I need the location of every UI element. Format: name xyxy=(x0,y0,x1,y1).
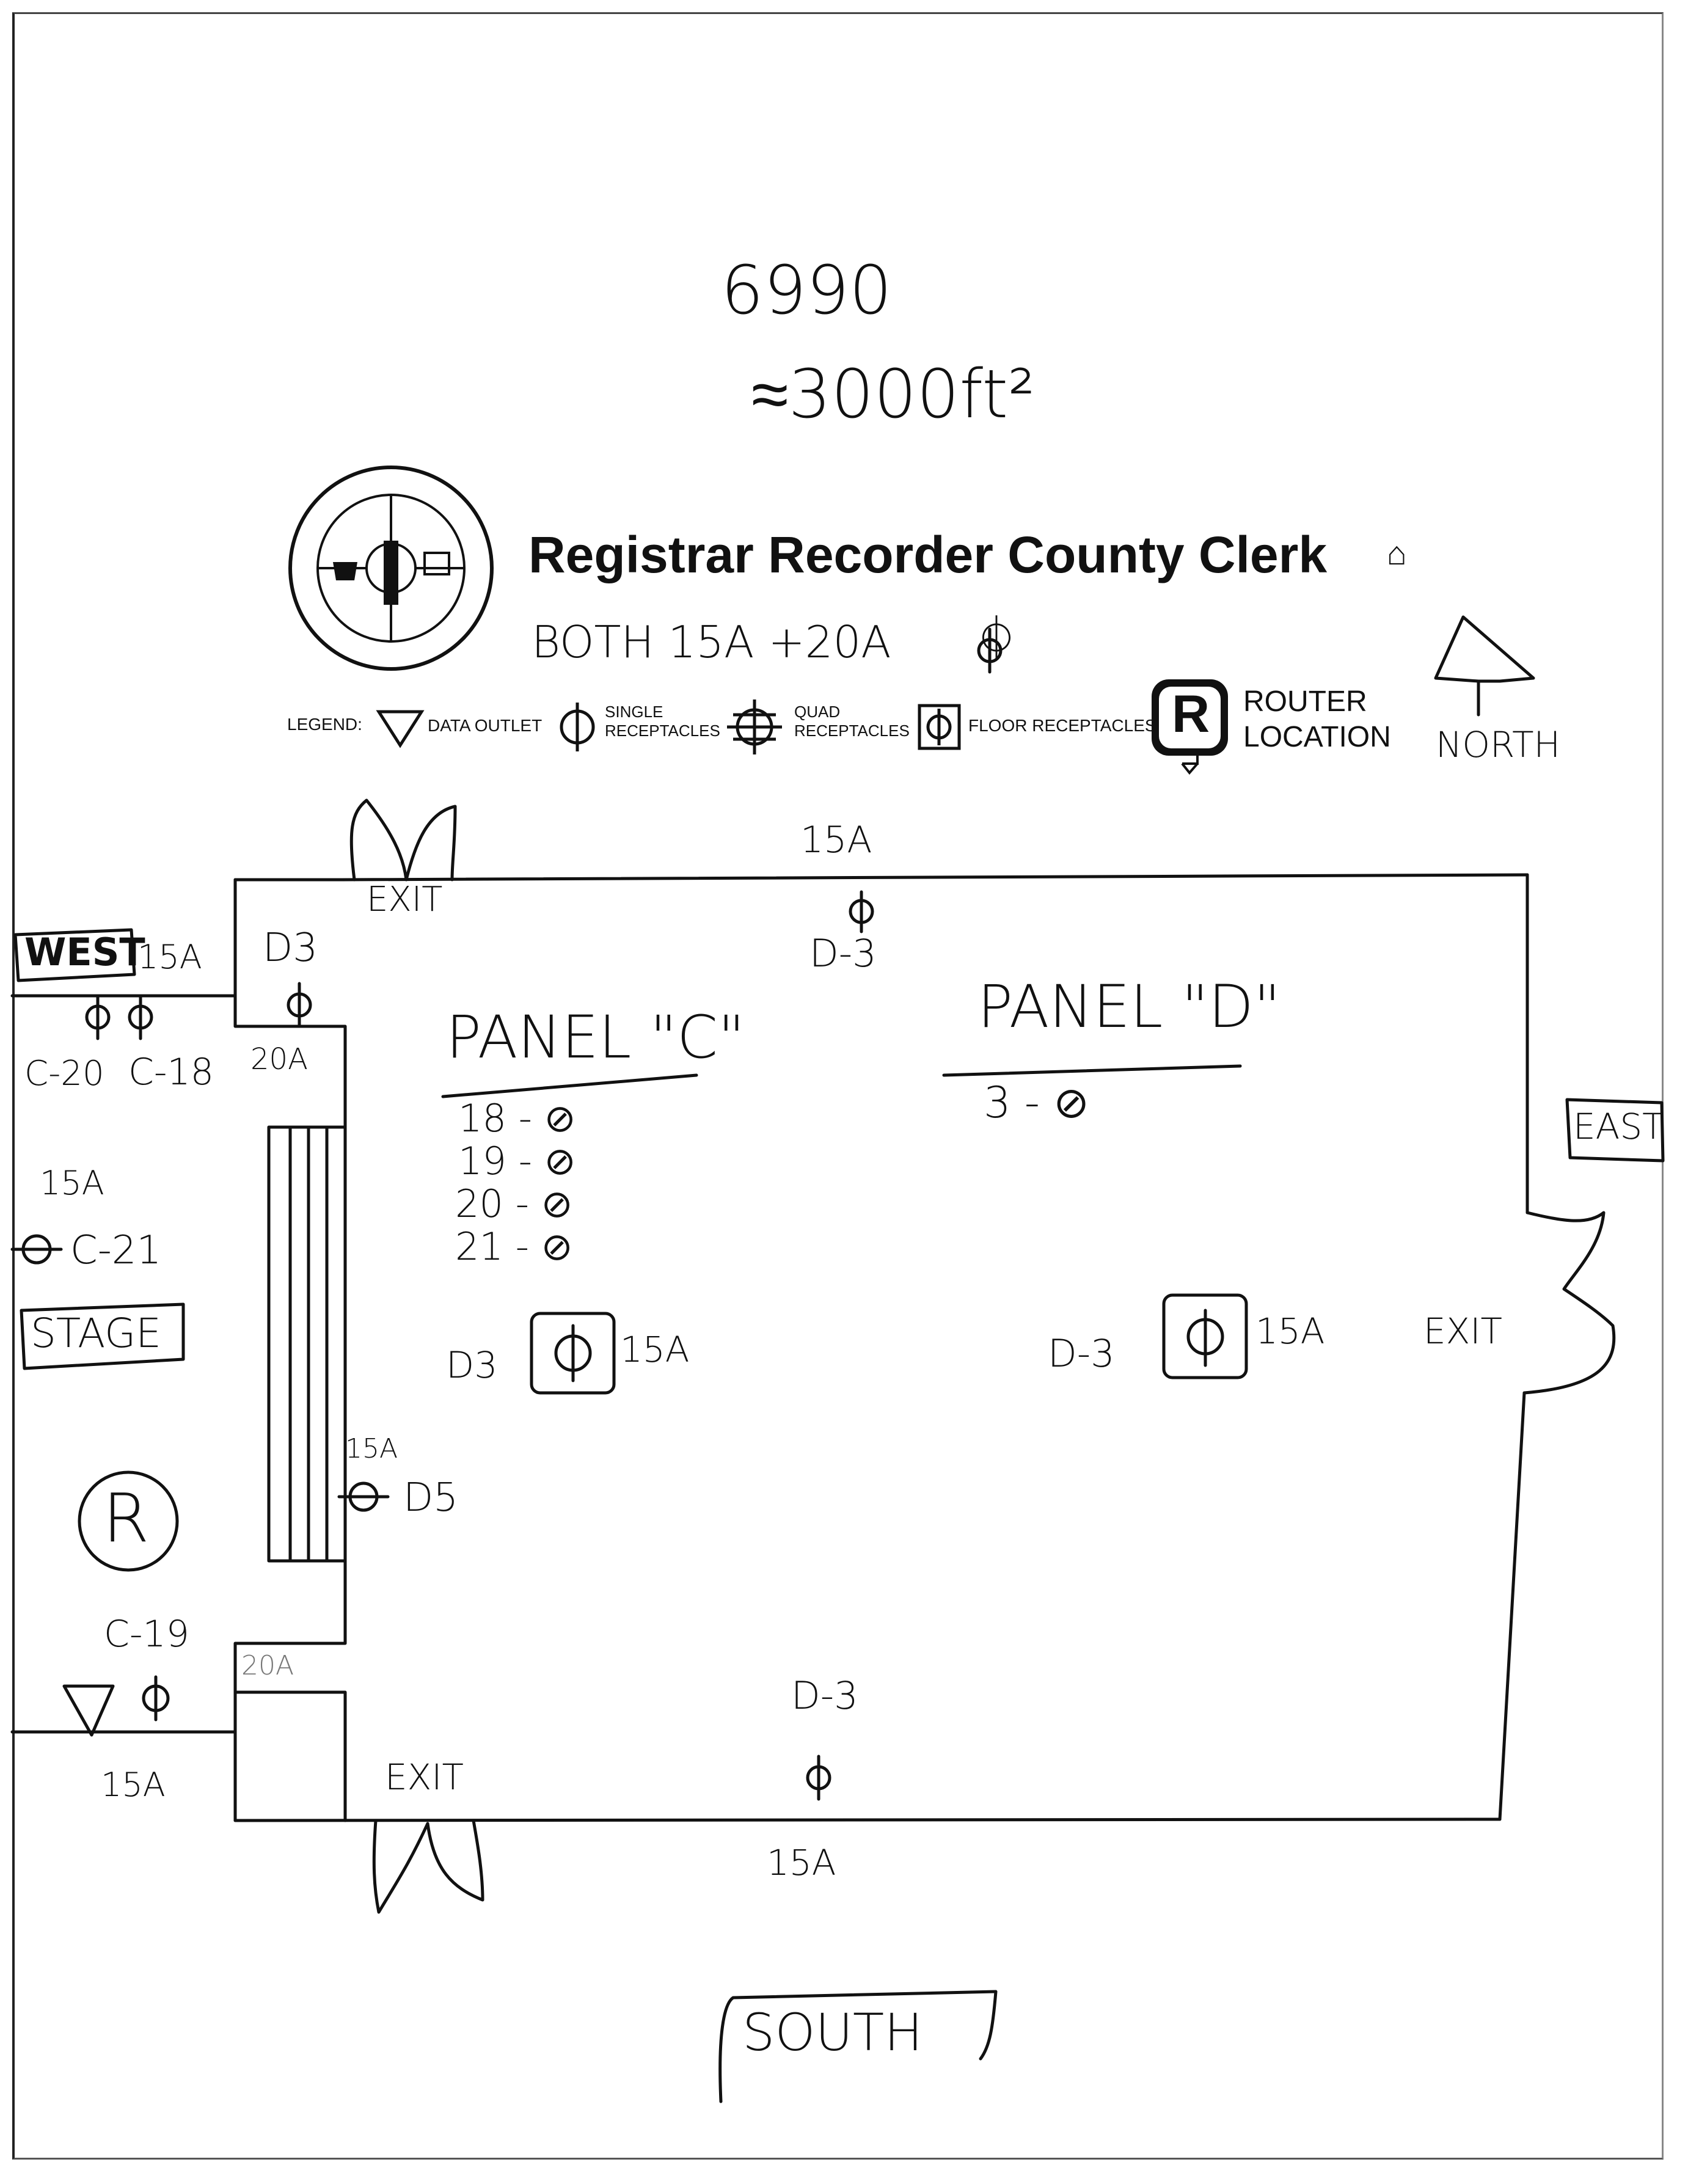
east-box xyxy=(1565,1098,1665,1163)
data-outlet-icon xyxy=(62,1684,115,1737)
west-c18: C-18 xyxy=(128,1051,214,1094)
floor-left-amp: 15A xyxy=(620,1329,690,1370)
router-label: R xyxy=(103,1479,150,1557)
county-seal xyxy=(288,466,494,671)
west-c20: C-20 xyxy=(24,1054,104,1094)
legend-quad-receptacle-icon xyxy=(727,699,782,754)
home-icon: ⌂ xyxy=(1387,535,1407,572)
c21-label: C-21 xyxy=(70,1228,162,1273)
site-number: 6990 xyxy=(721,251,892,329)
wall-left-upper xyxy=(233,878,347,1129)
exit-sw: EXIT xyxy=(385,1756,464,1798)
panel-c-circuit-20: 20 - ⊘ xyxy=(455,1181,573,1226)
stage-box xyxy=(20,1302,185,1370)
circuit-note-symbol: ⏀ xyxy=(974,613,1019,665)
bottom-amp: 15A xyxy=(767,1842,836,1883)
exit-door-nw xyxy=(349,798,457,882)
exit-door-sw xyxy=(372,1819,484,1914)
exit-nw: EXIT xyxy=(367,880,443,919)
legend-single-receptacle-icon xyxy=(560,703,595,751)
bottom-circuit: D-3 xyxy=(791,1673,858,1718)
exit-door-east xyxy=(1522,1211,1616,1395)
east-label: EAST xyxy=(1573,1106,1664,1147)
legend-floor-receptacle-icon xyxy=(918,704,961,750)
north-arrow-icon xyxy=(1434,615,1535,717)
panel-d-title: PANEL "D" xyxy=(977,973,1281,1041)
page-border xyxy=(12,12,1664,2160)
wall-top xyxy=(340,873,1529,882)
page-title: Registrar Recorder County Clerk xyxy=(528,526,1328,583)
nw-circuit: D3 xyxy=(263,926,318,971)
wall-right-lower xyxy=(1498,1391,1526,1821)
d5-label: D5 xyxy=(403,1475,458,1521)
c19-label: C-19 xyxy=(104,1613,189,1656)
west-amp: 15A xyxy=(137,938,202,976)
floor-receptacle-right xyxy=(1162,1293,1248,1379)
legend-router-symbol: R xyxy=(1172,685,1210,743)
panel-d-circuit-3: 3 - ⊘ xyxy=(984,1078,1089,1128)
wall-bottom xyxy=(233,1817,1502,1822)
top-amp: 15A xyxy=(800,819,872,861)
floor-receptacle-left xyxy=(530,1312,616,1395)
south-label: SOUTH xyxy=(742,2003,923,2062)
area-note: ≈3000ft² xyxy=(751,355,1036,433)
legend-floor-receptacles: FLOOR RECEPTACLES xyxy=(968,716,1156,735)
panel-c-title: PANEL "C" xyxy=(446,1003,745,1072)
exit-east: EXIT xyxy=(1423,1310,1502,1352)
floor-right-circuit: D-3 xyxy=(1048,1331,1115,1376)
d5-amp: 15A xyxy=(345,1433,398,1464)
sw-amp: 15A xyxy=(101,1766,166,1804)
legend-label: LEGEND: xyxy=(287,715,362,734)
legend-data-outlet: DATA OUTLET xyxy=(428,716,543,735)
floor-left-circuit: D3 xyxy=(446,1344,498,1387)
panel-c-circuit-18: 18 - ⊘ xyxy=(458,1096,576,1141)
north-label: NORTH xyxy=(1436,724,1561,765)
router-circle xyxy=(78,1470,179,1572)
legend-data-outlet-icon xyxy=(376,710,425,748)
panel-c-circuit-19: 19 - ⊘ xyxy=(458,1139,576,1183)
sw-20a: 20A xyxy=(241,1650,294,1681)
stage-label: STAGE xyxy=(31,1310,161,1357)
seal-image xyxy=(287,464,495,672)
c21-amp: 15A xyxy=(40,1164,104,1202)
top-circuit: D-3 xyxy=(809,931,877,976)
nw-20a: 20A xyxy=(250,1042,308,1076)
south-box xyxy=(718,1990,998,2103)
west-box xyxy=(13,928,136,982)
receptacle-symbols xyxy=(85,627,1224,1801)
circuit-note: BOTH 15A +20A xyxy=(532,616,891,668)
legend-quad-receptacles: QUAD RECEPTACLES xyxy=(794,703,910,740)
west-label: WEST xyxy=(24,930,145,974)
legend-router-icon xyxy=(1152,679,1228,775)
legend-single-receptacles: SINGLE RECEPTACLES xyxy=(605,703,720,740)
legend-router-location: ROUTER LOCATION xyxy=(1243,685,1391,753)
panel-c-circuit-21: 21 - ⊘ xyxy=(455,1224,573,1269)
wall-sw-inner xyxy=(233,1690,347,1822)
floor-right-amp: 15A xyxy=(1255,1310,1325,1352)
